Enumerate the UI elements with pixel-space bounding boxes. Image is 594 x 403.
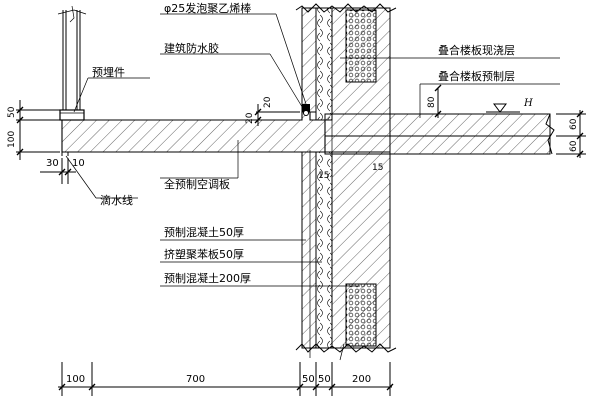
right-dims: 60 60: [556, 110, 586, 158]
break-symbols: [295, 3, 397, 361]
dim-bottom-50-a: 50: [302, 374, 315, 385]
label-rod: φ25发泡聚乙烯棒: [164, 1, 251, 15]
elevation-marker: H: [486, 98, 533, 113]
label-drip: 滴水线: [100, 193, 133, 207]
label-topping: 叠合楼板现浇层: [438, 43, 515, 57]
dim-80-group: 80: [427, 84, 442, 118]
dim-15-b: 15: [372, 163, 383, 173]
dim-left-50: 50: [7, 106, 17, 118]
wall-upper-cavity: [345, 9, 377, 83]
wall-lower-cavity: [345, 283, 377, 347]
floor-slab: [324, 113, 555, 155]
wall-upper-insulation: [315, 7, 333, 121]
dim-bottom-700: 700: [186, 374, 205, 385]
dim-20-b: 20: [263, 96, 273, 108]
dim-right-60-b: 60: [569, 140, 579, 152]
wall-lower-outer: [301, 151, 317, 349]
joint-seal: [302, 104, 310, 116]
joint-dims: 20 20: [245, 96, 300, 126]
leader-lines: [65, 13, 560, 287]
dim-bottom-100: 100: [66, 374, 85, 385]
dim-80: 80: [427, 96, 437, 108]
label-layer1: 预制混凝土50厚: [164, 225, 244, 239]
label-precast-slab: 叠合楼板预制层: [438, 69, 515, 83]
label-sealant: 建筑防水胶: [164, 41, 219, 55]
elev-label: H: [523, 98, 533, 109]
dim-30: 30: [46, 158, 59, 169]
embedded-part: [59, 109, 85, 121]
dim-bottom-50-b: 50: [318, 374, 331, 385]
label-embedded: 预埋件: [92, 66, 125, 79]
ac-slab: [61, 111, 326, 153]
left-dims: 50 100: [7, 100, 60, 160]
dim-20-a: 20: [245, 112, 255, 124]
dim-10: 10: [72, 158, 85, 169]
dim-right-60-a: 60: [569, 118, 579, 130]
dim-left-100: 100: [7, 131, 17, 148]
label-layer3: 预制混凝土200厚: [164, 271, 251, 285]
label-layer2: 挤塑聚苯板50厚: [164, 247, 244, 261]
label-ac-board: 全预制空调板: [164, 177, 230, 191]
wall-lower-insulation: [315, 151, 333, 349]
left-post: [57, 5, 87, 110]
wall-upper-outer: [301, 7, 317, 113]
dim-15-a: 15: [318, 171, 329, 181]
drip-dims: 30 10: [40, 158, 85, 184]
bottom-dims: 100 700 50 50 200: [58, 362, 394, 396]
dim-bottom-200: 200: [352, 374, 371, 385]
